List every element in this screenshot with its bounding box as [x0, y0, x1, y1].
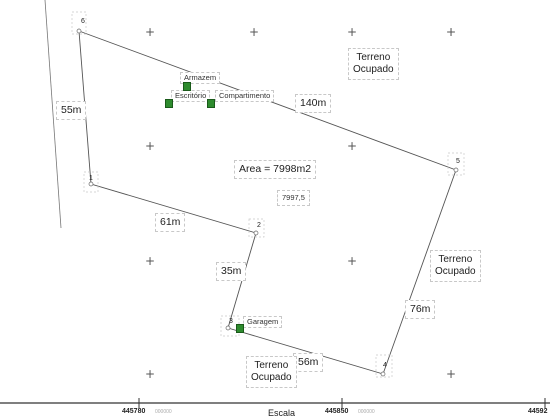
- vertex-marker[interactable]: [225, 325, 231, 331]
- vertex-number: 2: [257, 222, 261, 229]
- axis-ticks: [138, 398, 546, 408]
- axis-tick-sublabel: 000000: [155, 409, 172, 415]
- vertex-number: 1: [89, 175, 93, 182]
- building-marker-garagem[interactable]: [236, 324, 244, 333]
- neighbour-boundary-line: [44, 0, 62, 229]
- building-label-garagem[interactable]: Garagem: [243, 316, 283, 328]
- grid-cross: +: [446, 25, 457, 39]
- grid-cross: +: [249, 25, 260, 39]
- vertex-markers: [76, 28, 459, 377]
- occupied-land-label[interactable]: Terreno Ocupado: [348, 48, 399, 80]
- occupied-land-line: Terreno: [438, 254, 473, 265]
- grid-cross: +: [145, 139, 156, 153]
- axis-tick-sublabel: 000000: [358, 409, 375, 415]
- vertex-marker[interactable]: [453, 167, 459, 173]
- scale-label: Escala: [268, 408, 296, 418]
- occupied-land-line: Terreno: [254, 360, 289, 371]
- occupied-land-line: Ocupado: [353, 64, 394, 75]
- dimension-label[interactable]: 76m: [405, 300, 436, 319]
- grid-cross: +: [145, 25, 156, 39]
- vertex-marker[interactable]: [76, 28, 82, 34]
- occupied-land-label[interactable]: Terreno Ocupado: [246, 356, 297, 388]
- occupied-land-label[interactable]: Terreno Ocupado: [430, 250, 481, 282]
- grid-cross: +: [347, 139, 358, 153]
- grid-cross: +: [145, 254, 156, 268]
- axis-tick-label: 445780: [122, 408, 146, 415]
- building-marker-armazem[interactable]: [183, 82, 191, 91]
- vertex-marker[interactable]: [88, 181, 94, 187]
- vertex-marker[interactable]: [380, 371, 386, 377]
- vertex-number: 6: [81, 18, 85, 25]
- dimension-label[interactable]: 56m: [293, 353, 324, 372]
- area-label[interactable]: Area = 7998m2: [234, 160, 317, 179]
- dimension-label[interactable]: 61m: [155, 213, 186, 232]
- grid-cross: +: [446, 367, 457, 381]
- grid-cross: +: [347, 254, 358, 268]
- building-marker-compartimento[interactable]: [207, 99, 215, 108]
- axis-tick-label: 44592: [528, 408, 548, 415]
- vertex-number: 4: [383, 362, 387, 369]
- building-label-escritorio[interactable]: Escritório: [171, 90, 211, 102]
- vertex-number: 5: [456, 158, 460, 165]
- occupied-land-line: Ocupado: [251, 372, 292, 383]
- dimension-label[interactable]: 35m: [216, 262, 247, 281]
- building-label-compartimento[interactable]: Compartimento: [215, 90, 275, 102]
- grid-cross: +: [347, 25, 358, 39]
- dimension-label[interactable]: 140m: [295, 94, 332, 113]
- grid-cross: +: [446, 25, 457, 39]
- axis-tick-label: 445850: [325, 408, 349, 415]
- vertex-number: 3: [229, 318, 233, 325]
- occupied-land-line: Terreno: [356, 52, 391, 63]
- grid-cross: +: [145, 367, 156, 381]
- occupied-land-line: Ocupado: [435, 266, 476, 277]
- vertex-marker[interactable]: [253, 230, 259, 236]
- dimension-label[interactable]: 55m: [56, 101, 87, 120]
- building-marker-escritorio[interactable]: [165, 99, 173, 108]
- building-label-armazem[interactable]: Armazem: [180, 72, 221, 84]
- area-value: 7997,5: [277, 190, 310, 206]
